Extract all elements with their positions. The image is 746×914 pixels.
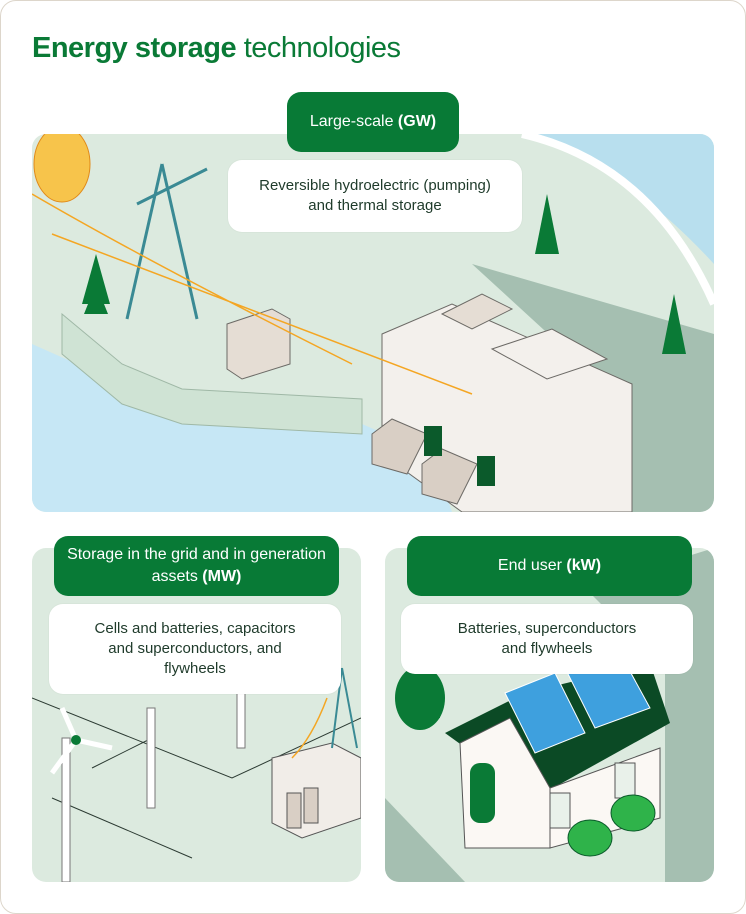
- wind-farm-illustration: [32, 667, 361, 882]
- label-text: End user: [497, 557, 562, 574]
- label-unit: (kW): [566, 557, 602, 574]
- grid-label: Storage in the grid and in generation as…: [54, 536, 339, 596]
- label-text: Storage in the grid and in generation as…: [67, 546, 326, 585]
- large-scale-description: Reversible hydroelectric (pumping) and t…: [228, 160, 522, 232]
- label-unit: (GW): [397, 113, 437, 130]
- label-text: Large-scale: [309, 113, 394, 130]
- hydro-plant-illustration: [32, 134, 714, 512]
- end-user-label: End user (kW): [407, 536, 692, 596]
- label-unit: (MW): [202, 568, 242, 585]
- grid-description: Cells and batteries, capacitors and supe…: [49, 604, 341, 694]
- house-illustration: [385, 548, 714, 882]
- large-scale-label: Large-scale (GW): [287, 92, 459, 152]
- title-bold: Energy storage: [32, 32, 237, 64]
- end-user-illustration: [385, 548, 714, 882]
- grid-illustration: [32, 548, 361, 882]
- title-regular: technologies: [243, 32, 401, 64]
- page-title: Energy storage technologies: [32, 32, 401, 65]
- end-user-description: Batteries, superconductors and flywheels: [401, 604, 693, 674]
